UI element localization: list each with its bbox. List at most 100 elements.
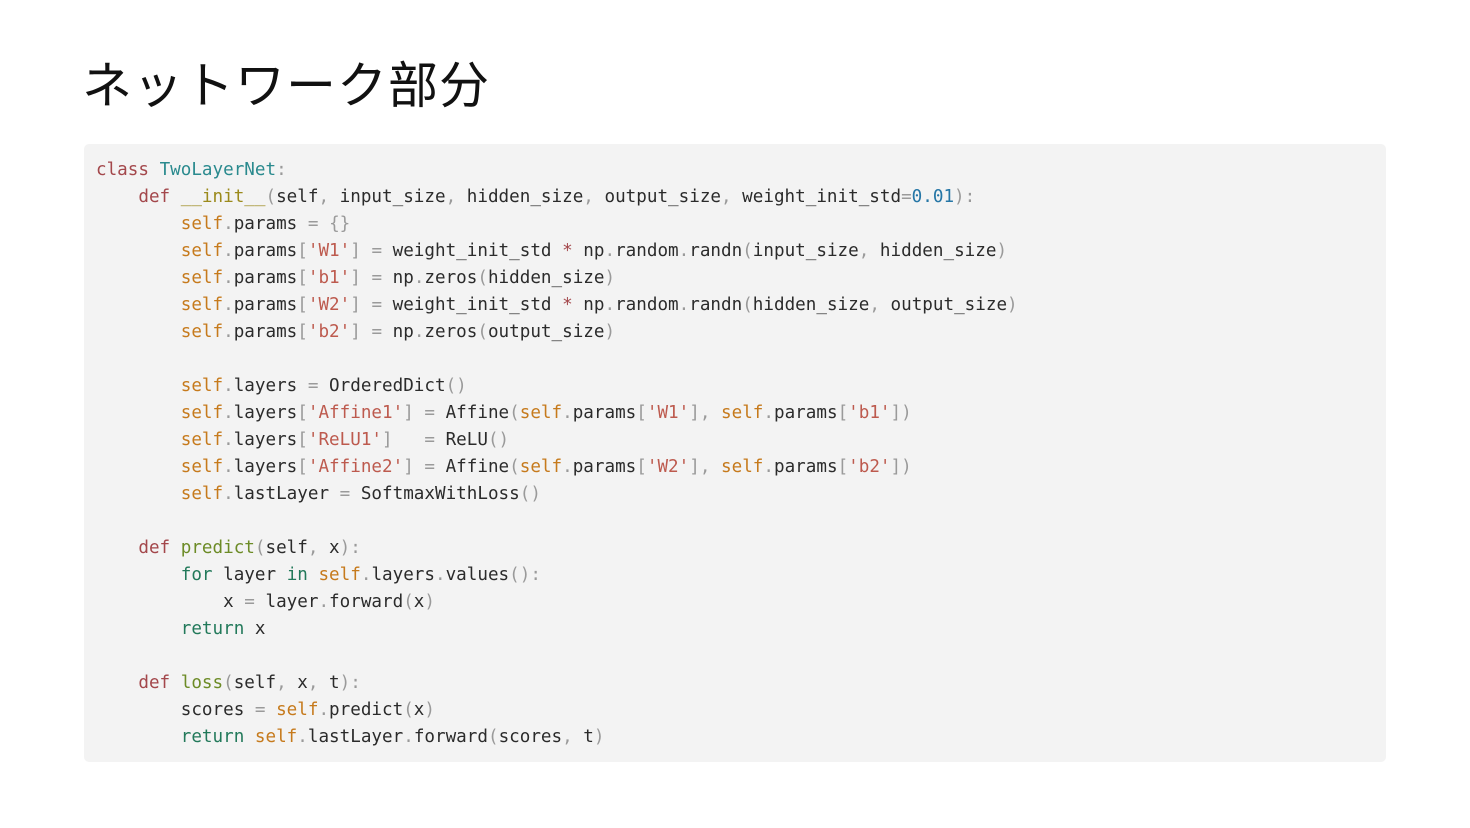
self-token: self [180, 295, 224, 315]
code-text-token [318, 214, 329, 234]
code-line: self.params['W1'] = weight_init_std * np… [96, 238, 1386, 265]
punctuation-token: ] [382, 430, 393, 450]
punctuation-token: ], [689, 457, 711, 477]
punctuation-token: ( [403, 700, 414, 720]
string-token: 'b2' [848, 457, 891, 477]
code-text-token: t [572, 727, 594, 747]
self-token: self [180, 322, 224, 342]
code-text-token [393, 430, 425, 450]
punctuation-token: . [604, 295, 616, 315]
punctuation-token: ( [509, 457, 520, 477]
code-text-token [361, 268, 372, 288]
code-line: self.params['b2'] = np.zeros(output_size… [96, 319, 1386, 346]
code-text-token: x [96, 592, 245, 612]
punctuation-token: ) [593, 727, 605, 747]
code-text-token [96, 241, 181, 261]
code-text-token: params [233, 268, 298, 288]
punctuation-token: , [562, 727, 573, 747]
code-line: self.lastLayer = SoftmaxWithLoss() [96, 481, 1386, 508]
punctuation-token: . [413, 268, 425, 288]
control-keyword-token: return [180, 727, 245, 747]
string-token: 'W1' [307, 241, 351, 261]
punctuation-token: : [276, 160, 287, 180]
code-text-token [710, 403, 721, 423]
self-token: self [180, 241, 224, 261]
punctuation-token: [ [297, 241, 308, 261]
keyword-token: def [138, 673, 171, 693]
punctuation-token: ): [954, 187, 976, 207]
punctuation-token: ( [487, 727, 499, 747]
code-text-token [96, 322, 181, 342]
punctuation-token: , [858, 241, 870, 261]
punctuation-token: , [869, 295, 880, 315]
code-line: self.layers['Affine2'] = Affine(self.par… [96, 454, 1386, 481]
punctuation-token: . [435, 565, 446, 585]
punctuation-token: = [307, 214, 319, 234]
punctuation-token: = [424, 457, 435, 477]
punctuation-token: , [445, 187, 457, 207]
punctuation-token: = [371, 268, 383, 288]
code-text-token: weight_init_std [382, 295, 563, 315]
code-text-token [96, 403, 181, 423]
code-text-token: x [286, 673, 308, 693]
punctuation-token: , [307, 673, 319, 693]
code-text-token: hidden_size [752, 295, 870, 315]
code-text-token: scores [498, 727, 563, 747]
code-text-token: params [774, 403, 838, 423]
code-text-token [96, 430, 181, 450]
code-text-token [96, 673, 138, 693]
code-line: x = layer.forward(x) [96, 589, 1386, 616]
punctuation-token: [ [837, 457, 849, 477]
code-text-token: hidden_size [869, 241, 997, 261]
punctuation-token: . [318, 592, 330, 612]
code-text-token: forward [413, 727, 488, 747]
code-text-token: layers [233, 376, 308, 396]
code-text-token: random [615, 295, 679, 315]
punctuation-token: . [223, 376, 234, 396]
code-text-token: values [445, 565, 510, 585]
code-text-token: OrderedDict [318, 376, 446, 396]
punctuation-token: ] [350, 268, 361, 288]
punctuation-token: ( [509, 403, 520, 423]
code-text-token: hidden_size [456, 187, 584, 207]
code-line: self.layers['ReLU1'] = ReLU() [96, 427, 1386, 454]
punctuation-token: . [413, 322, 425, 342]
string-token: 'W2' [307, 295, 351, 315]
code-text-token: lastLayer [233, 484, 340, 504]
punctuation-token: ] [403, 457, 414, 477]
string-token: 'W1' [646, 403, 690, 423]
magic-method-token: __init__ [180, 187, 266, 207]
punctuation-token: () [445, 376, 467, 396]
punctuation-token: . [678, 241, 690, 261]
punctuation-token: ], [689, 403, 711, 423]
self-token: self [180, 268, 224, 288]
code-text-token [96, 484, 181, 504]
punctuation-token: ( [477, 322, 488, 342]
code-text-token [96, 619, 181, 639]
string-token: 'Affine2' [307, 457, 404, 477]
punctuation-token: ( [265, 187, 277, 207]
code-text-token: hidden_size [487, 268, 605, 288]
function-name-token: predict [180, 538, 255, 558]
punctuation-token: . [223, 214, 234, 234]
code-text-token: randn [689, 241, 743, 261]
punctuation-token: () [487, 430, 510, 450]
code-text-token: x [318, 538, 340, 558]
punctuation-token: ): [339, 673, 361, 693]
code-line: self.layers['Affine1'] = Affine(self.par… [96, 400, 1386, 427]
punctuation-token: ] [350, 322, 361, 342]
punctuation-token: [ [837, 403, 849, 423]
code-line: self.params['W2'] = weight_init_std * np… [96, 292, 1386, 319]
code-text-token [96, 538, 138, 558]
self-token: self [276, 700, 319, 720]
keyword-token: class [96, 160, 149, 180]
code-text-token: SoftmaxWithLoss [350, 484, 520, 504]
punctuation-token: = [424, 403, 435, 423]
code-text-token: layer [212, 565, 287, 585]
code-text-token: input_size [752, 241, 859, 261]
code-text-token: params [233, 241, 298, 261]
punctuation-token: , [721, 187, 732, 207]
code-text-token [265, 700, 276, 720]
punctuation-token: = [339, 484, 351, 504]
punctuation-token: . [678, 295, 690, 315]
